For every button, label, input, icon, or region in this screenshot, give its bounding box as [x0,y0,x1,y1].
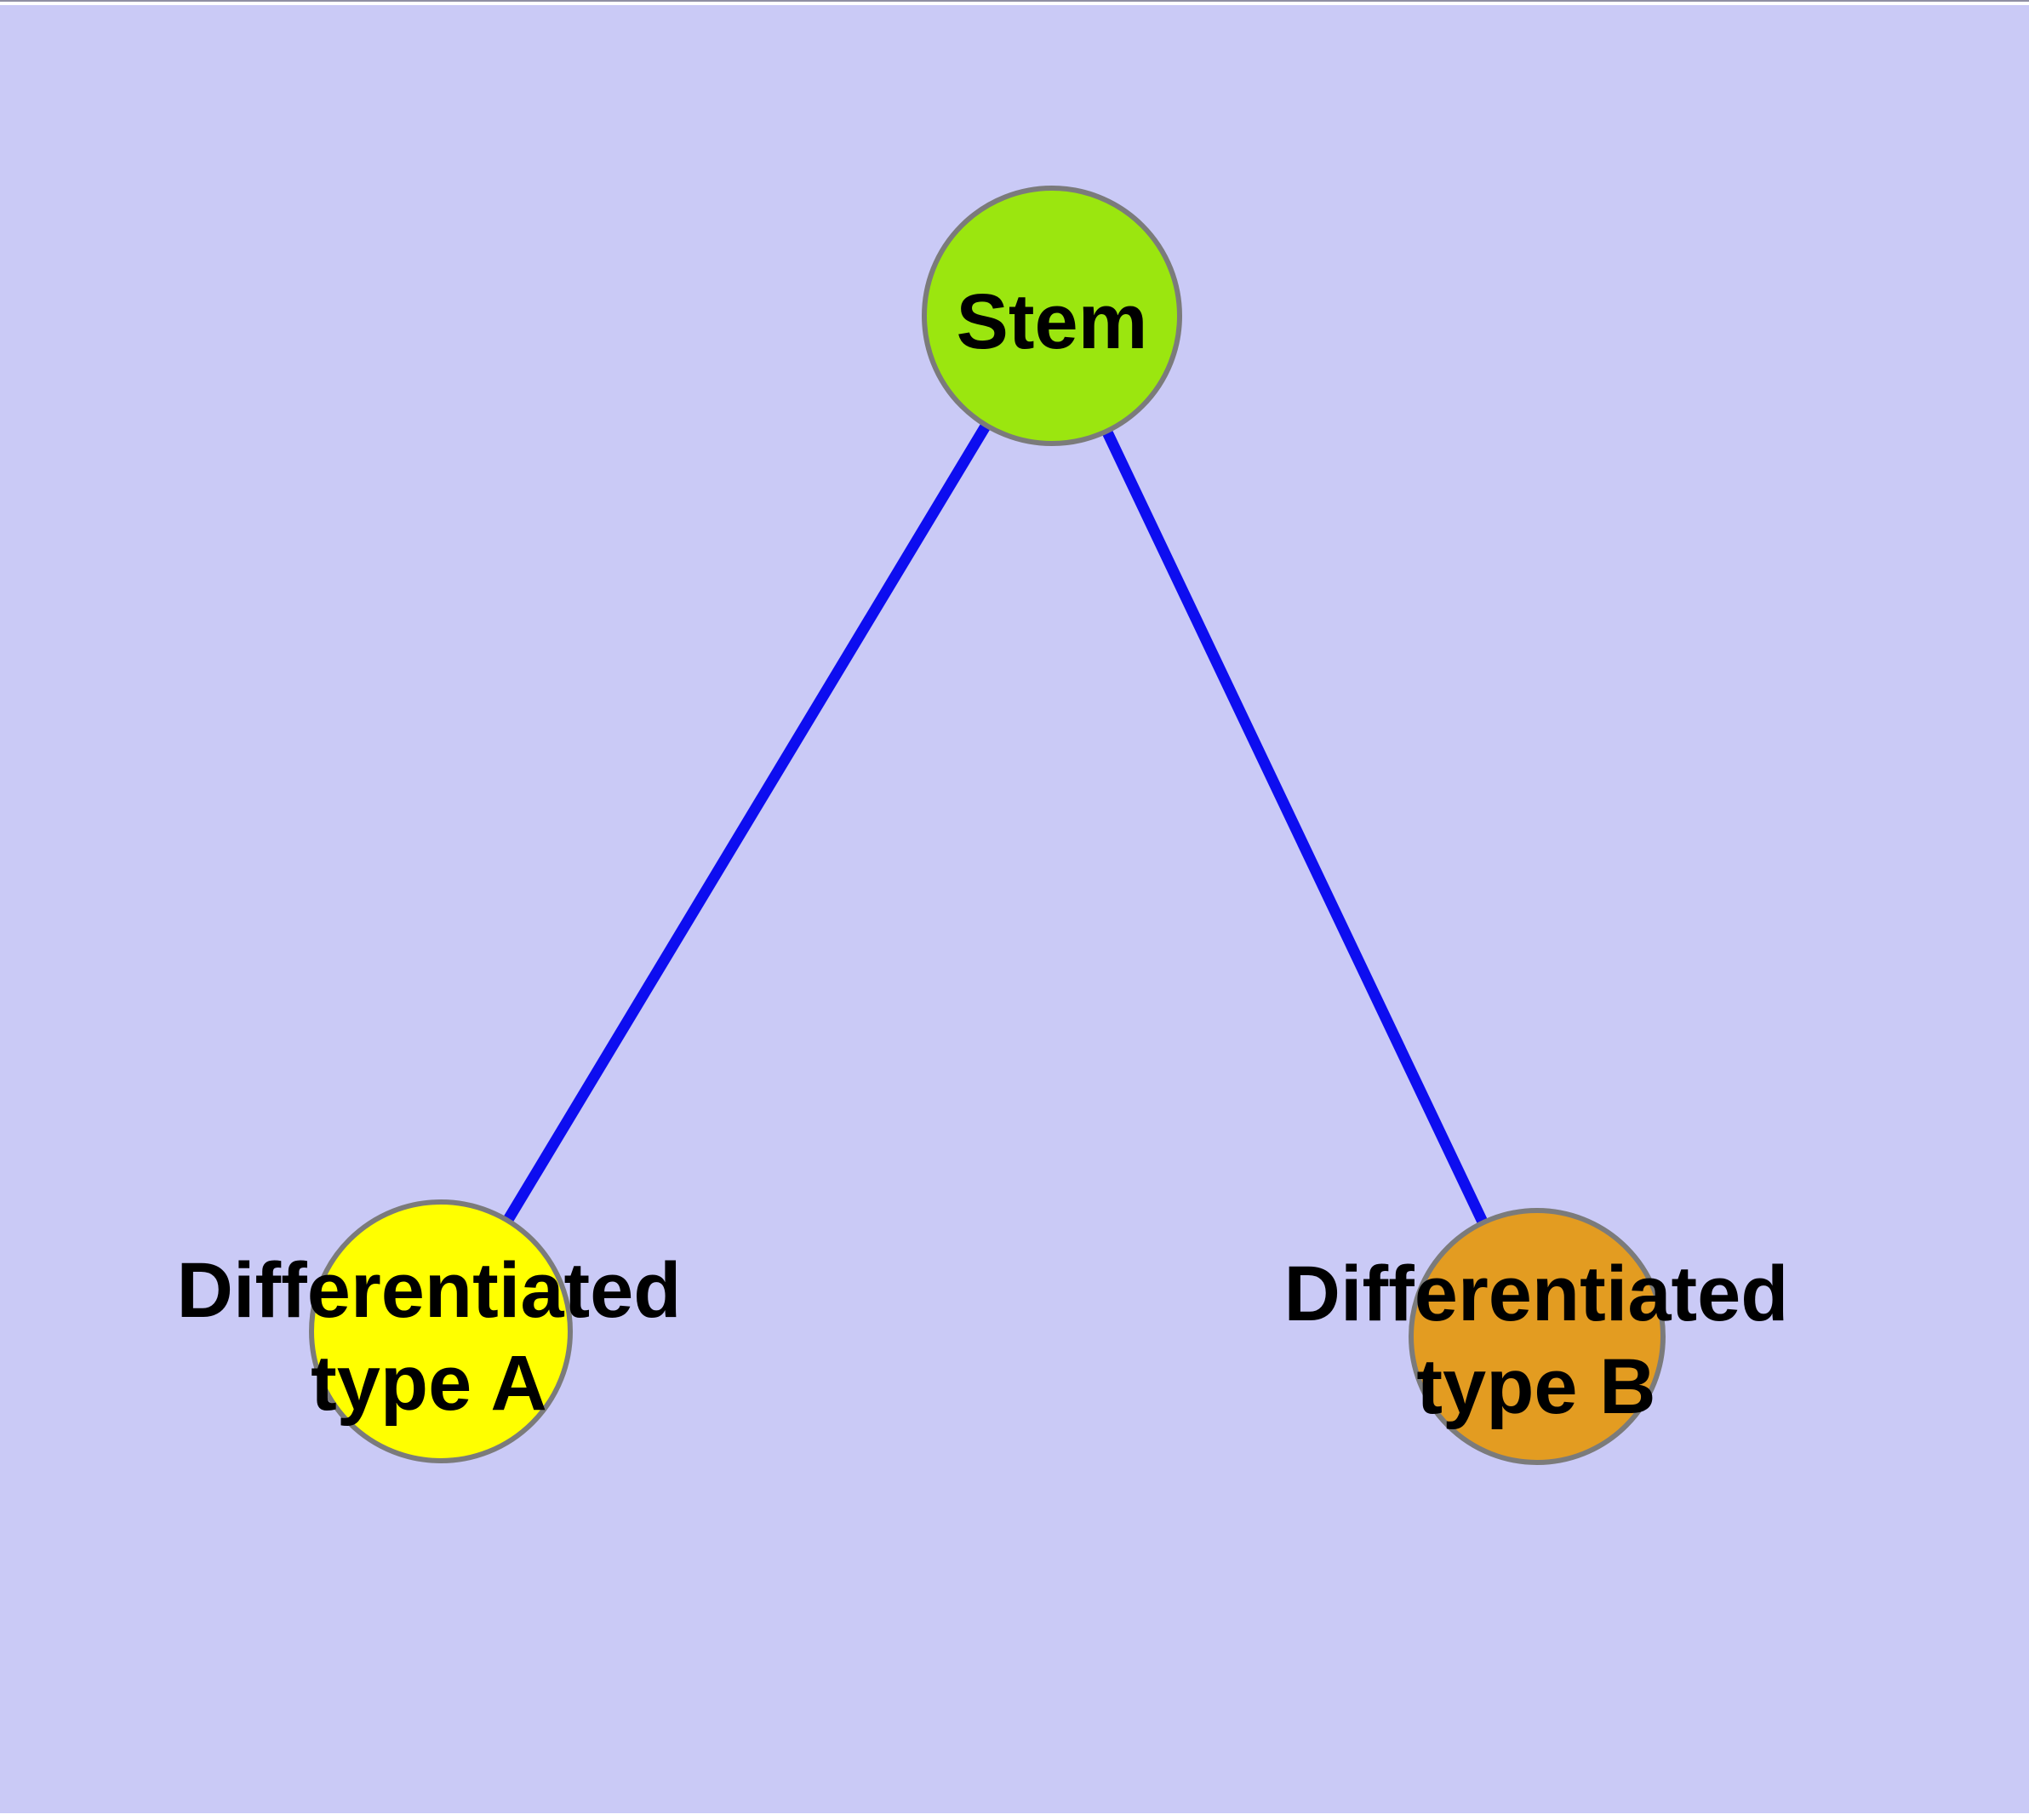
node-differentiated-type-a [309,1199,573,1463]
edge-stem-to-type-a [436,312,1057,1335]
node-differentiated-type-b [1409,1208,1666,1465]
node-type-a-label-line1: Differentiated [177,1247,682,1334]
window-bottom-gap [0,1813,2029,1820]
node-stem [922,186,1182,446]
node-type-a-label-line2: type A [311,1340,547,1427]
window-top-border [0,0,2029,2]
window-top-gap [0,2,2029,5]
node-type-b-label-line1: Differentiated [1284,1251,1789,1337]
edge-stem-to-type-b [1047,313,1542,1339]
node-stem-label: Stem [957,278,1148,365]
node-type-b-label-line2: type B [1416,1343,1655,1430]
